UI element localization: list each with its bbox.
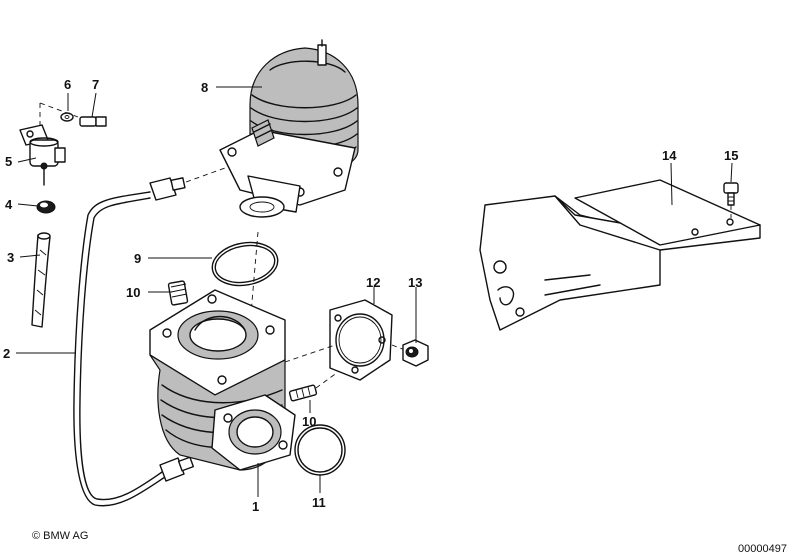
callout-6: 6 (64, 77, 71, 92)
callout-9: 9 (134, 251, 141, 266)
callout-7: 7 (92, 77, 99, 92)
part-2-vacuum-line (73, 177, 195, 507)
callout-11: 11 (312, 495, 326, 510)
leader-lines (16, 86, 733, 497)
part-12-flange-gasket (329, 299, 393, 381)
part-6-washer (60, 112, 74, 122)
part-10-stud-upper (167, 280, 189, 306)
part-9-gasket (211, 241, 279, 287)
callout-12: 12 (366, 275, 380, 290)
part-8-vacuum-actuator (219, 39, 359, 218)
callout-5: 5 (5, 154, 12, 169)
part-3-hose (31, 232, 51, 328)
part-5-valve (19, 124, 66, 186)
part-7-screw (79, 116, 107, 127)
part-1-egr-housing (149, 289, 296, 471)
callout-3: 3 (7, 250, 14, 265)
part-13-nut (402, 339, 429, 367)
callout-14: 14 (662, 148, 677, 163)
callout-13: 13 (408, 275, 422, 290)
callout-2: 2 (3, 346, 10, 361)
part-4-clamp (36, 200, 56, 214)
part-14-bracket (479, 179, 761, 331)
callout-10-upper: 10 (126, 285, 140, 300)
callout-1: 1 (252, 499, 259, 514)
callout-4: 4 (5, 197, 13, 212)
callout-labels: 1 2 3 4 5 6 7 8 9 10 10 11 12 13 14 15 (3, 77, 738, 514)
callout-8: 8 (201, 80, 208, 95)
part-11-sealing-ring (294, 424, 346, 476)
callout-15: 15 (724, 148, 738, 163)
image-number: 00000497 (738, 543, 787, 555)
callout-10-lower: 10 (302, 414, 316, 429)
copyright-label: © BMW AG (32, 530, 88, 542)
part-15-screw (723, 182, 739, 206)
part-10-stud-lower (288, 384, 318, 402)
